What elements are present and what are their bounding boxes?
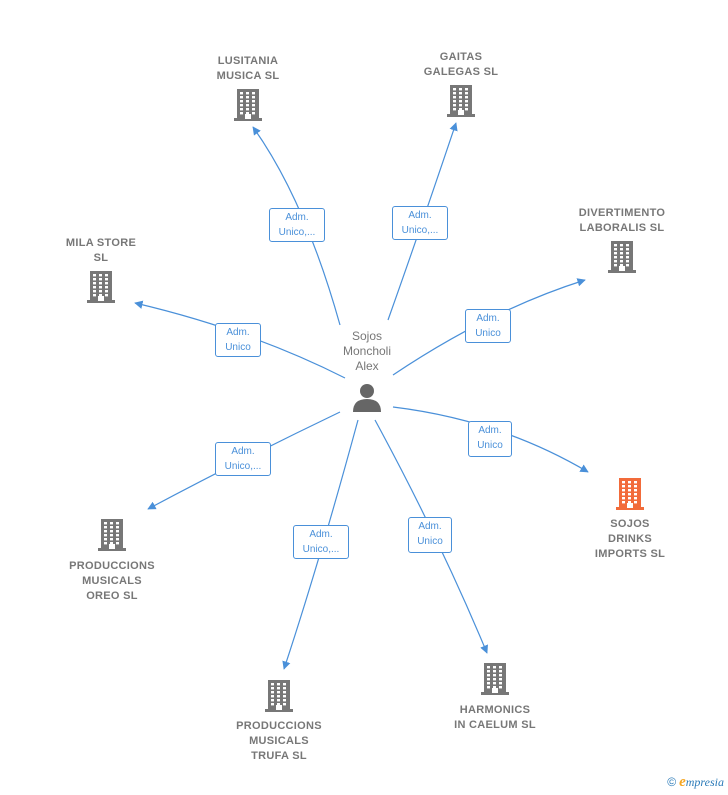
company-label-line: MUSICALS [82,575,142,587]
company-label-line: SOJOS [610,518,650,530]
edge-label-line: Unico [477,440,503,451]
company-label-line: PRODUCCIONS [69,560,155,572]
edge-label-line: Unico [475,328,501,339]
edge-label-trufa[interactable]: Adm. Unico,... [293,525,349,559]
edge-label-oreo[interactable]: Adm. Unico,... [215,442,271,476]
company-label-oreo[interactable]: PRODUCCIONS MUSICALS OREO SL [69,559,155,604]
person-label-line: Alex [355,359,379,373]
company-label-line: LUSITANIA [217,55,279,67]
company-label-line: MUSICALS [249,735,309,747]
company-label-divertimento[interactable]: DIVERTIMENTO LABORALIS SL [579,206,666,236]
edge-label-line: Unico,... [401,225,439,236]
edge-label-line: Unico,... [224,461,262,472]
brand-initial: e [679,774,686,790]
company-label-line: GALEGAS SL [423,66,499,78]
company-label-line: MILA STORE [65,237,137,249]
edge-label-sojos[interactable]: Adm. Unico [468,421,512,457]
company-label-harmonics[interactable]: HARMONICS IN CAELUM SL [454,703,536,733]
edge-label-divertimento[interactable]: Adm. Unico [465,309,511,343]
edge-label-line: Adm. [408,210,432,221]
footer-brand: ©empresia [667,774,724,791]
brand-name: mpresia [685,775,724,789]
edge-label-line: Adm. [231,446,255,457]
edge-label-harmonics[interactable]: Adm. Unico [408,517,452,553]
building-icon[interactable] [479,662,511,701]
company-label-trufa[interactable]: PRODUCCIONS MUSICALS TRUFA SL [236,719,322,764]
edge-label-line: Unico [417,536,443,547]
building-icon[interactable] [85,270,117,309]
company-label-line: OREO SL [86,590,138,602]
company-label-gaitas[interactable]: GAITAS GALEGAS SL [424,50,499,80]
building-icon[interactable] [445,84,477,123]
building-icon[interactable] [232,88,264,127]
edge-label-line: Unico,... [302,544,340,555]
company-label-line: IMPORTS SL [594,548,666,560]
company-label-sojos[interactable]: SOJOS DRINKS IMPORTS SL [595,517,665,562]
edge-label-lusitania[interactable]: Adm. Unico,... [269,208,325,242]
edge-label-line: Adm. [309,529,333,540]
person-label-line: Sojos [351,329,383,343]
person-label-line: Moncholi [342,344,392,358]
company-label-line: MUSICA SL [216,70,280,82]
copyright-symbol: © [667,775,677,789]
company-label-lusitania[interactable]: LUSITANIA MUSICA SL [217,54,280,84]
edge-label-line: Adm. [418,521,442,532]
company-label-line: SL [93,252,109,264]
company-label-line: LABORALIS SL [579,222,665,234]
person-icon[interactable] [352,382,382,417]
building-icon[interactable] [606,240,638,279]
building-icon[interactable] [263,679,295,718]
company-label-line: HARMONICS [459,704,531,716]
edge-label-mila[interactable]: Adm. Unico [215,323,261,357]
edge-label-line: Adm. [226,327,250,338]
building-icon[interactable] [96,518,128,557]
company-label-mila[interactable]: MILA STORE SL [66,236,136,266]
edge-label-line: Adm. [285,212,309,223]
company-label-line: GAITAS [439,51,483,63]
company-label-line: DRINKS [608,533,652,545]
company-label-line: DIVERTIMENTO [578,207,666,219]
building-icon[interactable] [614,477,646,516]
company-label-line: TRUFA SL [251,750,307,762]
edge-label-line: Unico [225,342,251,353]
edge-label-line: Unico,... [278,227,316,238]
company-label-line: IN CAELUM SL [454,719,536,731]
edge-label-gaitas[interactable]: Adm. Unico,... [392,206,448,240]
edge-label-line: Adm. [476,313,500,324]
edge-label-line: Adm. [478,425,502,436]
company-label-line: PRODUCCIONS [236,720,322,732]
